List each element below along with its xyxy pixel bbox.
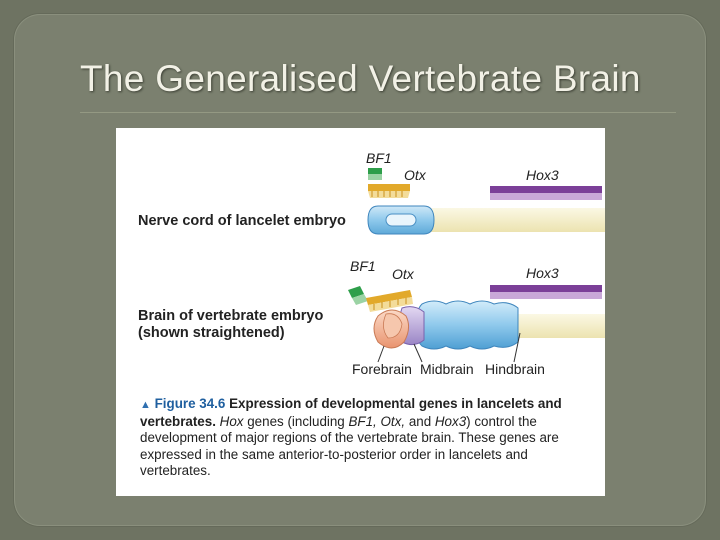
bf1-expression-bar-vertebrate bbox=[348, 286, 368, 305]
vertebrate-brain-sublabel: (shown straightened) bbox=[138, 325, 285, 341]
caption-hox3: Hox3 bbox=[434, 413, 467, 429]
figure-caption: ▲ Figure 34.6 Expression of developmenta… bbox=[140, 396, 580, 480]
title-divider bbox=[80, 112, 676, 113]
caption-bf1: BF1, bbox=[348, 413, 377, 429]
forebrain-label: Forebrain bbox=[352, 361, 412, 377]
gene-expression-diagram: BF1 Otx Hox3 Nerve cord of lancelet embr… bbox=[138, 150, 605, 377]
vertebrate-brain bbox=[373, 300, 605, 350]
bf1-label-vertebrate: BF1 bbox=[350, 258, 376, 274]
bf1-expression-bar-lancelet bbox=[368, 168, 382, 180]
caption-heading: Expression of developmental genes in lan… bbox=[140, 396, 562, 429]
caption-and: and bbox=[408, 413, 432, 429]
caption-marker-icon: ▲ bbox=[140, 399, 151, 411]
slide-title: The Generalised Vertebrate Brain bbox=[80, 58, 641, 99]
figure-panel: BF1 Otx Hox3 Nerve cord of lancelet embr… bbox=[116, 128, 605, 496]
hox3-label-vertebrate: Hox3 bbox=[526, 265, 559, 281]
lancelet-nerve-cord bbox=[367, 205, 605, 235]
bf1-label-lancelet: BF1 bbox=[366, 150, 392, 166]
region-leader-lines bbox=[377, 332, 521, 363]
hox3-expression-bar-lancelet bbox=[490, 186, 602, 200]
hox3-expression-bar-vertebrate bbox=[490, 285, 602, 299]
otx-label-lancelet: Otx bbox=[404, 167, 427, 183]
caption-text-2: ) control the development of major regio… bbox=[140, 413, 559, 479]
caption-otx: Otx, bbox=[380, 413, 406, 429]
hindbrain-label: Hindbrain bbox=[485, 361, 545, 377]
otx-expression-bar-lancelet bbox=[368, 184, 410, 198]
caption-hox-term: Hox bbox=[219, 413, 244, 429]
figure-number: Figure 34.6 bbox=[154, 396, 226, 411]
caption-text-1: genes (including bbox=[247, 413, 345, 429]
otx-expression-bar-vertebrate bbox=[366, 290, 413, 312]
otx-label-vertebrate: Otx bbox=[392, 266, 415, 282]
hox3-label-lancelet: Hox3 bbox=[526, 167, 559, 183]
midbrain-label: Midbrain bbox=[420, 361, 474, 377]
lancelet-nerve-cord-label: Nerve cord of lancelet embryo bbox=[138, 213, 346, 229]
vertebrate-brain-label: Brain of vertebrate embryo bbox=[138, 308, 323, 324]
